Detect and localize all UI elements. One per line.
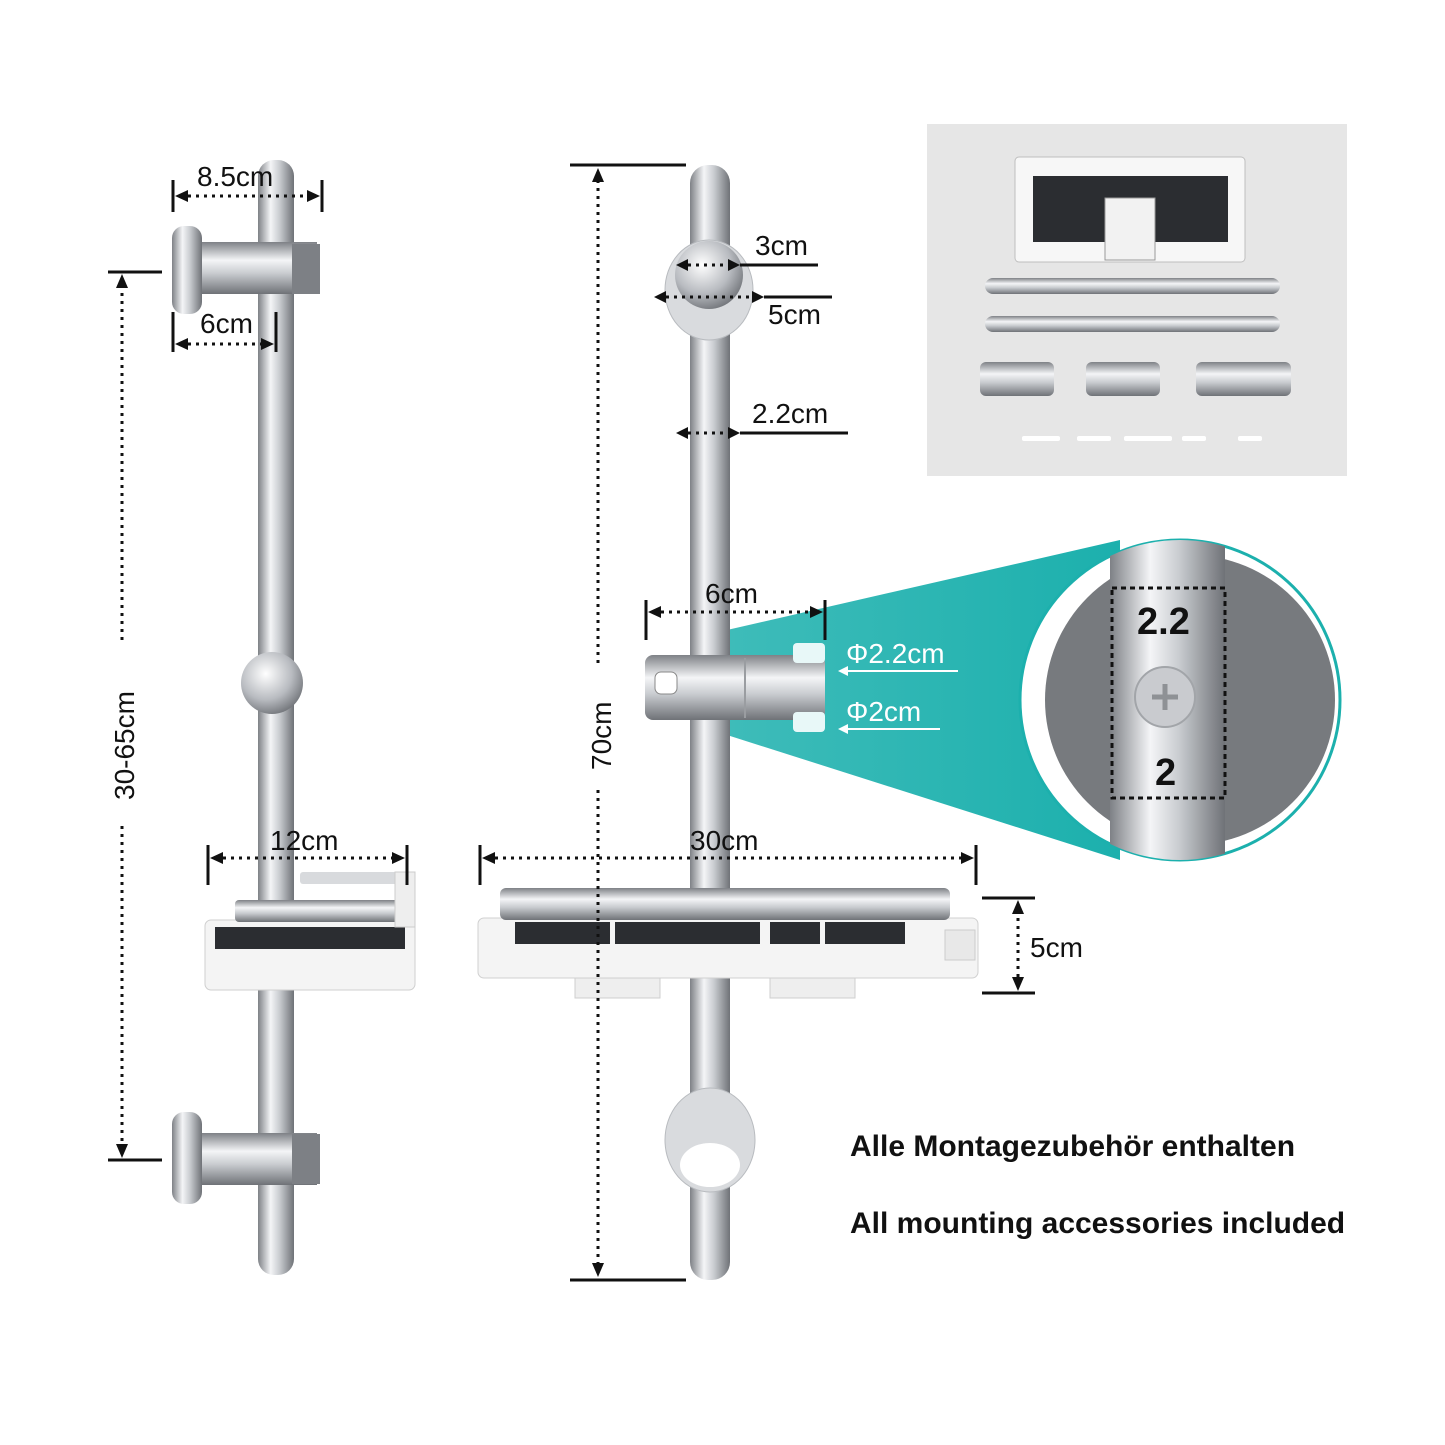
dim-adjust-range: 30-65cm xyxy=(108,270,162,1162)
left-top-bracket xyxy=(172,226,320,314)
dim-shelf-width: 30cm xyxy=(478,825,978,885)
left-bottom-bracket xyxy=(172,1112,320,1204)
accessories-inset xyxy=(927,124,1347,476)
center-rod xyxy=(690,165,730,1280)
dim-holder-diameters: Φ2.2cm Φ2cm xyxy=(838,638,958,734)
dim-total-height: 70cm xyxy=(570,163,686,1282)
dim-shelf-depth: 12cm xyxy=(206,825,409,885)
center-product-front-view: 70cm 3cm 5cm 2.2cm xyxy=(477,163,1120,1282)
center-holder xyxy=(645,643,825,732)
label-bracket-depth: 8.5cm xyxy=(197,161,273,192)
dim-slider-inner: 3cm xyxy=(676,230,818,271)
left-shelf xyxy=(204,871,416,991)
dim-rod-diameter: 2.2cm xyxy=(676,398,848,439)
label-shelf-height: 5cm xyxy=(1030,932,1083,963)
note-german: Alle Montagezubehör enthalten xyxy=(850,1130,1296,1163)
label-bracket-base: 6cm xyxy=(200,308,253,339)
dim-bracket-depth: 8.5cm xyxy=(171,161,324,212)
center-shelf xyxy=(477,888,979,999)
inset-brackets xyxy=(980,362,1291,396)
dim-bracket-base: 6cm xyxy=(171,308,278,352)
zoom-top-value: 2.2 xyxy=(1137,601,1190,643)
label-total-height: 70cm xyxy=(586,702,617,770)
label-rod-diameter: 2.2cm xyxy=(752,398,828,429)
zoom-callout: 2.2 2 xyxy=(1018,538,1342,862)
left-rod xyxy=(258,160,294,1275)
note-english: All mounting accessories included xyxy=(850,1207,1346,1240)
center-bottom-bracket xyxy=(664,1087,756,1193)
left-adjust-knob xyxy=(241,652,303,714)
label-slider-outer: 5cm xyxy=(768,299,821,330)
label-holder-diameter-top: Φ2.2cm xyxy=(846,638,945,669)
dim-holder-width: 6cm xyxy=(644,578,827,640)
label-shelf-depth: 12cm xyxy=(270,825,338,856)
center-top-slider xyxy=(664,239,754,341)
inset-screws xyxy=(1022,436,1262,441)
inset-shelf xyxy=(1014,156,1246,263)
label-holder-width: 6cm xyxy=(705,578,758,609)
dim-slider-outer: 5cm xyxy=(654,291,832,330)
label-adjust-range: 30-65cm xyxy=(109,691,140,800)
label-shelf-width: 30cm xyxy=(690,825,758,856)
inset-rod-2 xyxy=(985,316,1280,332)
label-holder-diameter-bottom: Φ2cm xyxy=(846,696,921,727)
label-slider-inner: 3cm xyxy=(755,230,808,261)
dim-shelf-height: 5cm xyxy=(982,896,1083,995)
zoom-bottom-value: 2 xyxy=(1155,752,1176,794)
inset-rod-1 xyxy=(985,278,1280,294)
left-product-side-view: 8.5cm 6cm 30-65cm 12cm xyxy=(108,160,416,1275)
